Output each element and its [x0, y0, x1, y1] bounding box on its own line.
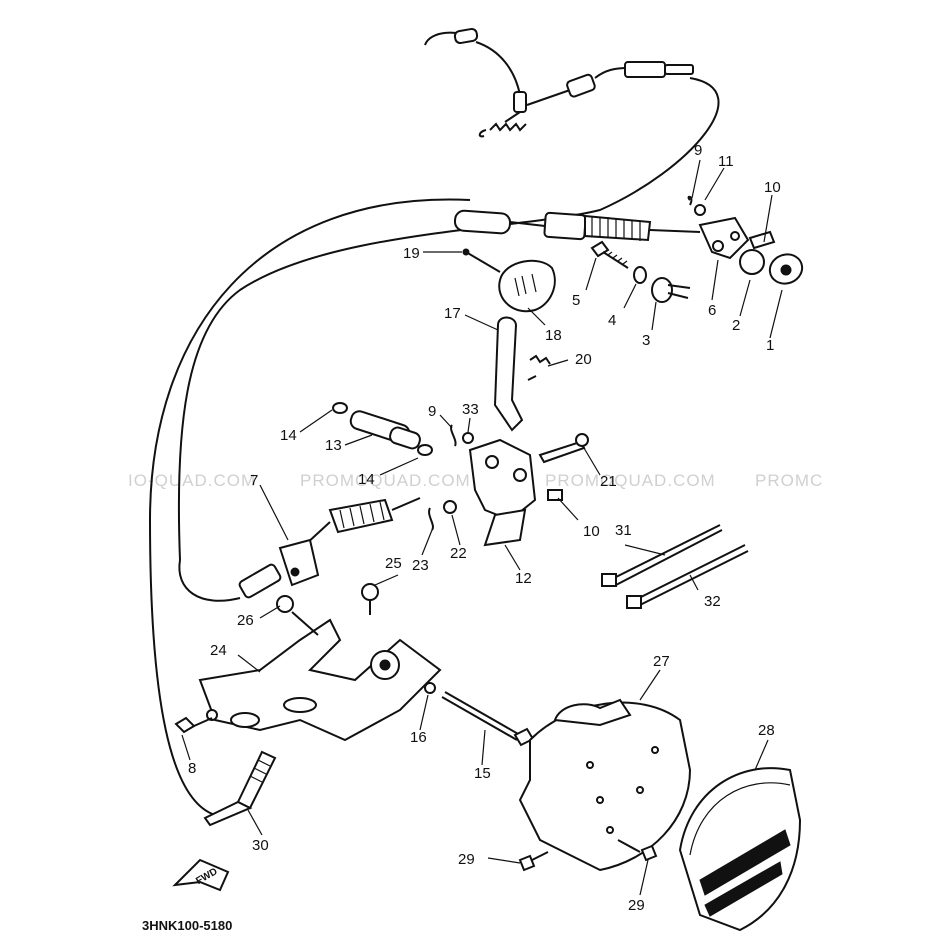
part-label-10a: 10: [764, 179, 781, 196]
part-label-9a: 9: [694, 142, 702, 159]
watermark-band: IO-QUAD.COM PROMOQUAD.COM PROMOQUAD.COM …: [128, 471, 823, 490]
part-label-2: 2: [732, 317, 740, 334]
watermark-3: PROMOQUAD.COM: [545, 471, 716, 490]
shift-shaft: [332, 402, 589, 547]
cable-ties: [601, 524, 749, 609]
watermark-4: PROMC: [755, 471, 823, 490]
part-label-29a: 29: [458, 851, 475, 868]
part-label-1: 1: [766, 337, 774, 354]
watermark-1: IO-QUAD.COM: [128, 471, 256, 490]
shift-lever: [462, 248, 556, 432]
part-label-28: 28: [758, 722, 775, 739]
cover-28: [678, 767, 802, 932]
part-label-12: 12: [515, 570, 532, 587]
part-label-10b: 10: [583, 523, 600, 540]
fwd-arrow: FWD: [172, 858, 230, 892]
part-label-13: 13: [325, 437, 342, 454]
leader-lines: [181, 159, 783, 896]
part-label-9b: 9: [428, 403, 436, 420]
part-label-16: 16: [410, 729, 427, 746]
part-label-18: 18: [545, 327, 562, 344]
part-label-32: 32: [704, 593, 721, 610]
reverse-cable: [148, 77, 720, 816]
part-label-30: 30: [252, 837, 269, 854]
bolts-29: [518, 839, 658, 872]
part-label-29b: 29: [628, 897, 645, 914]
part-label-26: 26: [237, 612, 254, 629]
long-bolt: [441, 691, 535, 747]
part-label-15: 15: [474, 765, 491, 782]
part-label-22: 22: [450, 545, 467, 562]
watermark-2: PROMOQUAD.COM: [300, 471, 471, 490]
switch: [203, 750, 277, 827]
part-label-17: 17: [444, 305, 461, 322]
part-label-6: 6: [708, 302, 716, 319]
part-label-23: 23: [412, 557, 429, 574]
upper-cable: [453, 209, 701, 242]
part-label-31: 31: [615, 522, 632, 539]
lower-cable: [238, 497, 421, 599]
upper-right-parts: [590, 195, 804, 303]
part-label-3: 3: [642, 332, 650, 349]
part-label-7: 7: [250, 472, 258, 489]
part-label-27: 27: [653, 653, 670, 670]
part-label-8: 8: [188, 760, 196, 777]
part-label-4: 4: [608, 312, 616, 329]
part-label-11: 11: [718, 153, 734, 170]
part-label-14a: 14: [280, 427, 297, 444]
part-label-24: 24: [210, 642, 227, 659]
top-cable-end: [424, 27, 694, 138]
part-label-21: 21: [600, 473, 617, 490]
part-label-19: 19: [403, 245, 420, 262]
part-label-20: 20: [575, 351, 592, 368]
part-label-5: 5: [572, 292, 580, 309]
part-labels: 1 2 3 4 5 6 7 8 9 9 10 10 11 12 13 14 14…: [188, 142, 781, 914]
cover-27: [518, 698, 692, 872]
part-label-25: 25: [385, 555, 402, 572]
bracket: [174, 583, 442, 742]
part-label-33: 33: [462, 401, 479, 418]
part-label-14b: 14: [358, 471, 375, 488]
diagram-code: 3HNK100-5180: [142, 918, 232, 933]
